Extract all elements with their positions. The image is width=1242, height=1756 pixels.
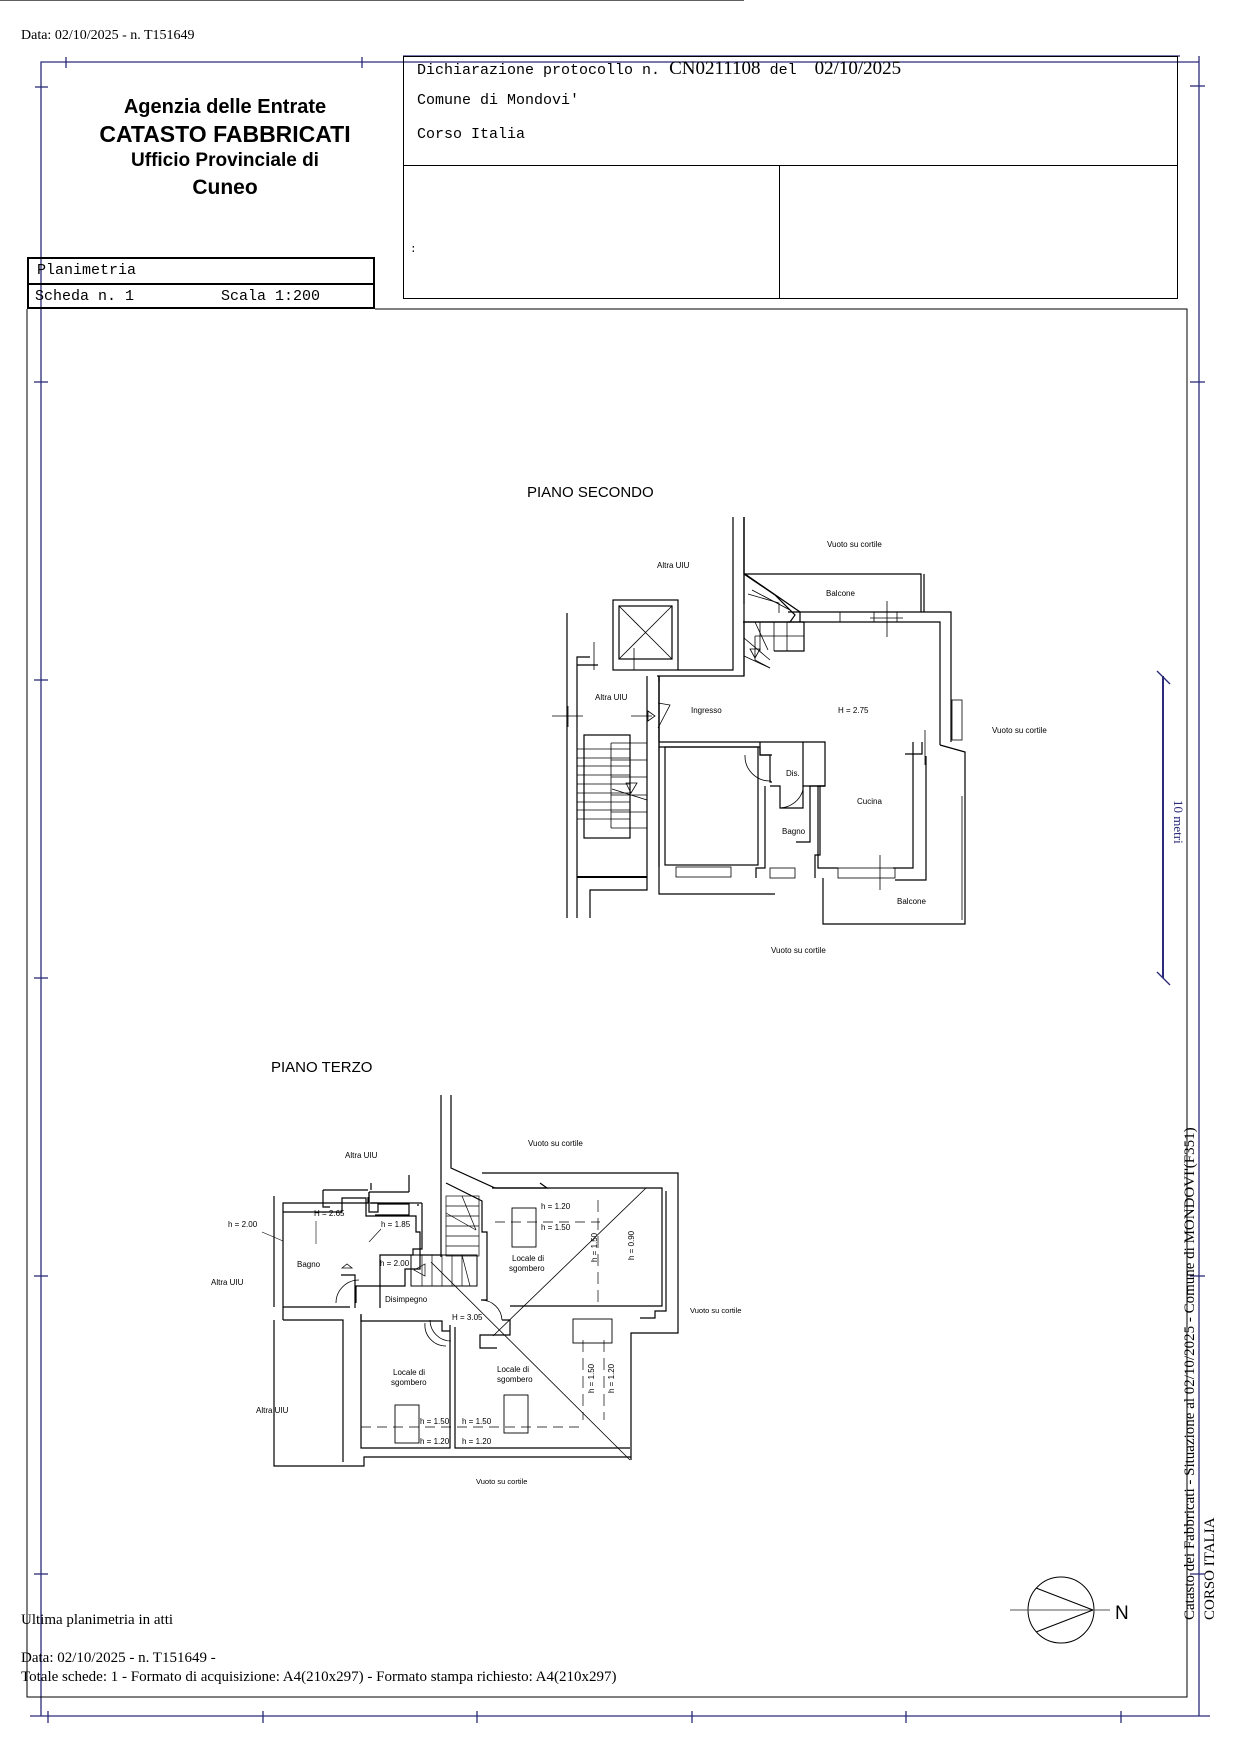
side-caption-line2: CORSO ITALIA [1202, 1517, 1218, 1620]
svg-text:Locale di: Locale di [512, 1254, 544, 1263]
svg-text:h = 1.85: h = 1.85 [381, 1220, 411, 1229]
svg-text:H = 3.05: H = 3.05 [452, 1313, 483, 1322]
agency-province: Cuneo [192, 175, 258, 199]
svg-text:Altra UIU: Altra UIU [595, 693, 628, 702]
cell-mark: : [410, 244, 417, 256]
address: Corso Italia [417, 126, 526, 143]
north-arrow-icon: N [1010, 1576, 1129, 1644]
svg-text:h = 1.20: h = 1.20 [462, 1437, 492, 1446]
svg-text:h = 1.50: h = 1.50 [462, 1417, 492, 1426]
svg-text:h = 2.00: h = 2.00 [380, 1259, 410, 1268]
north-label: N [1115, 1603, 1129, 1624]
svg-text:h = 1.20: h = 1.20 [420, 1437, 450, 1446]
svg-text:Bagno: Bagno [297, 1260, 321, 1269]
floor-plan-second: PIANO SECONDO [0, 0, 1047, 955]
header-date: Data: 02/10/2025 - n. T151649 [21, 28, 195, 43]
floor-third-title: PIANO TERZO [271, 1059, 372, 1076]
svg-text:Locale di: Locale di [497, 1365, 529, 1374]
protocol-date-label: del [769, 62, 797, 79]
protocol-line: Dichiarazione protocollo n. CN0211108 de… [417, 58, 901, 80]
svg-text:Vuoto su cortile: Vuoto su cortile [992, 726, 1047, 735]
footer-block: Ultima planimetria in atti Data: 02/10/2… [21, 1611, 617, 1688]
svg-text:sgombero: sgombero [497, 1375, 533, 1384]
svg-text:sgombero: sgombero [391, 1378, 427, 1387]
svg-text:Cucina: Cucina [857, 797, 882, 806]
side-caption-line1: Catasto dei Fabbricati - Situazione al 0… [1182, 1127, 1198, 1620]
svg-text:Locale di: Locale di [393, 1368, 425, 1377]
footer-last-plan: Ultima planimetria in atti [21, 1612, 174, 1628]
agency-name: Agenzia delle Entrate [123, 96, 327, 118]
svg-text:Disimpegno: Disimpegno [385, 1295, 428, 1304]
svg-text:h = 1.20: h = 1.20 [607, 1363, 616, 1393]
svg-text:Vuoto su cortile: Vuoto su cortile [827, 540, 882, 549]
svg-text:h = 1.50: h = 1.50 [420, 1417, 450, 1426]
floor-second-title: PIANO SECONDO [527, 484, 654, 501]
svg-text:Balcone: Balcone [826, 589, 855, 598]
svg-text:Altra UIU: Altra UIU [657, 561, 690, 570]
footer-totals: Totale schede: 1 - Formato di acquisizio… [21, 1669, 617, 1685]
agency-catasto: CATASTO FABBRICATI [99, 121, 351, 147]
svg-text:h = 2.00: h = 2.00 [228, 1220, 258, 1229]
svg-text:Altra UIU: Altra UIU [256, 1406, 289, 1415]
svg-text:Altra UIU: Altra UIU [345, 1151, 378, 1160]
scale-bar [1156, 670, 1171, 986]
footer-date: Data: 02/10/2025 - n. T151649 - [21, 1649, 216, 1666]
svg-text:Vuoto su cortile: Vuoto su cortile [690, 1306, 741, 1315]
agency-block: Agenzia delle Entrate CATASTO FABBRICATI… [60, 95, 390, 201]
comune: Comune di Mondovi' [417, 92, 580, 109]
svg-text:H = 2.65: H = 2.65 [314, 1209, 345, 1218]
svg-text:Vuoto su cortile: Vuoto su cortile [528, 1139, 583, 1148]
plan-scale: Scala 1:200 [221, 288, 321, 305]
svg-text:h = 1.50: h = 1.50 [587, 1363, 596, 1393]
svg-text:h = 0.90: h = 0.90 [627, 1230, 636, 1260]
svg-text:Dis.: Dis. [786, 769, 800, 778]
svg-text:Vuoto su cortile: Vuoto su cortile [476, 1477, 527, 1486]
declaration-box: Dichiarazione protocollo n. CN0211108 de… [403, 56, 1178, 299]
agency-office: Ufficio Provinciale di [131, 149, 319, 171]
protocol-date: 02/10/2025 [814, 58, 902, 79]
svg-text:h = 1.20: h = 1.20 [541, 1202, 571, 1211]
side-caption: Catasto dei Fabbricati - Situazione al 0… [1180, 1127, 1220, 1620]
svg-text:Bagno: Bagno [782, 827, 806, 836]
svg-text:h = 1.50: h = 1.50 [590, 1232, 599, 1262]
svg-text:h = 1.50: h = 1.50 [541, 1223, 571, 1232]
protocol-number: CN0211108 [669, 58, 761, 79]
svg-text:Altra UIU: Altra UIU [211, 1278, 244, 1287]
floor-plan-third: PIANO TERZO Altra UIU Vuoto su cortile B… [211, 1059, 741, 1486]
plan-info-box: Planimetria Scheda n. 1 Scala 1:200 [27, 257, 375, 309]
svg-text:Vuoto su cortile: Vuoto su cortile [771, 946, 826, 955]
scale-bar-label: 10 metri [1171, 800, 1186, 844]
svg-text:Ingresso: Ingresso [691, 706, 722, 715]
plan-sheet: Scheda n. 1 [35, 288, 135, 305]
plan-title: Planimetria [29, 259, 373, 285]
declaration-cell-left: : [404, 166, 780, 299]
protocol-label: Dichiarazione protocollo n. [417, 62, 661, 79]
svg-text:Balcone: Balcone [897, 897, 926, 906]
svg-text:H = 2.75: H = 2.75 [838, 706, 869, 715]
svg-text:sgombero: sgombero [509, 1264, 545, 1273]
